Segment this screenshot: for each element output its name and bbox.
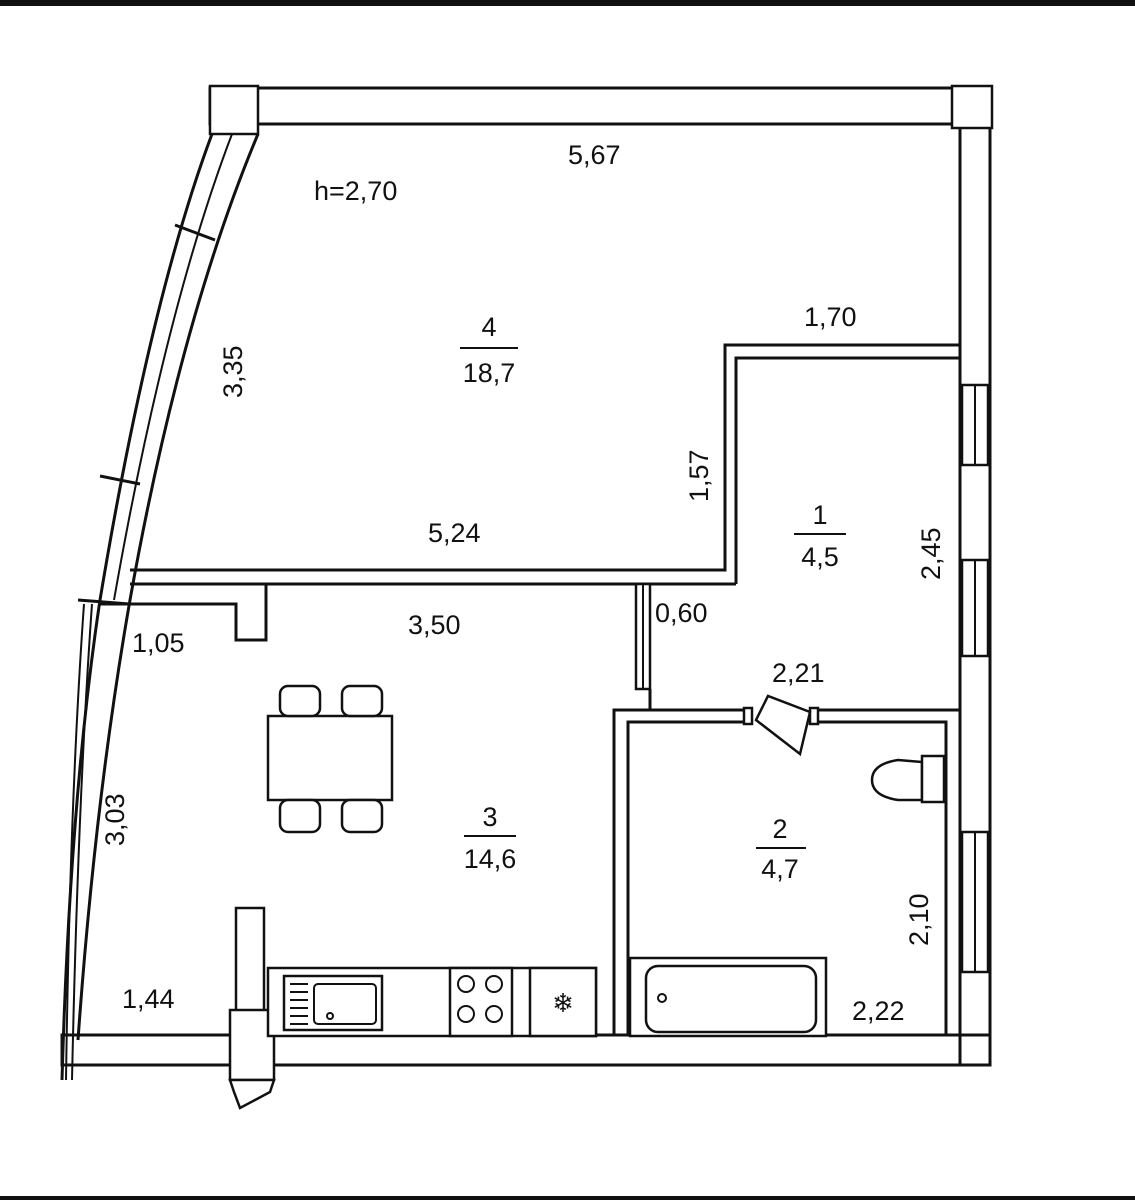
- room-label-1: 1 4,5: [794, 500, 846, 572]
- dim-step-top: 1,70: [804, 302, 857, 332]
- room-area: 18,7: [463, 358, 516, 388]
- dim-kitchen-niche: 1,05: [132, 628, 185, 658]
- wall-living-kitchen: [100, 343, 960, 642]
- dim-kitchen-bottom: 1,44: [122, 984, 175, 1014]
- room-number: 4: [481, 312, 496, 342]
- window-bath: [960, 830, 990, 974]
- dim-bath-right: 2,10: [904, 893, 934, 946]
- room-area: 4,5: [801, 542, 839, 572]
- window-hall-lower: [960, 558, 990, 658]
- room-number: 1: [812, 500, 827, 530]
- kitchen-counter: [266, 966, 598, 1038]
- dim-kitchen-top: 3,50: [408, 610, 461, 640]
- room-label-2: 2 4,7: [756, 814, 806, 884]
- outer-wall-bottom: [60, 1033, 992, 1067]
- bathroom-door: [754, 694, 812, 757]
- outer-wall-top: [208, 84, 994, 136]
- room-area: 14,6: [464, 844, 517, 874]
- room-number: 3: [482, 802, 497, 832]
- dim-left-lower: 3,03: [100, 793, 130, 846]
- bottom-border: [0, 1196, 1135, 1200]
- room-number: 2: [772, 814, 787, 844]
- dining-set: [266, 684, 394, 834]
- ceiling-height: h=2,70: [314, 176, 397, 206]
- dim-top: 5,67: [568, 140, 621, 170]
- dim-bath-top: 2,21: [772, 658, 825, 688]
- room-label-4: 4 18,7: [460, 312, 518, 388]
- bathroom-walls: [612, 706, 960, 1035]
- toilet: [870, 754, 946, 804]
- dim-step-vertical: 1,57: [684, 449, 714, 502]
- partition-hall-kitchen: [634, 582, 652, 710]
- room-area: 4,7: [761, 854, 799, 884]
- dim-hall-right: 2,45: [916, 527, 946, 580]
- bathtub: [628, 956, 828, 1038]
- top-border: [0, 0, 1135, 6]
- dim-living-bottom: 5,24: [428, 518, 481, 548]
- snowflake-icon: ❄: [552, 988, 574, 1018]
- riser-block: [228, 906, 276, 1110]
- dim-bath-bottom: 2,22: [852, 996, 905, 1026]
- dim-hall-width: 0,60: [655, 598, 708, 628]
- dim-left-upper: 3,35: [218, 345, 248, 398]
- room-label-3: 3 14,6: [464, 802, 517, 874]
- window-hall: [960, 383, 990, 467]
- outer-wall-left-curved: [60, 133, 260, 1081]
